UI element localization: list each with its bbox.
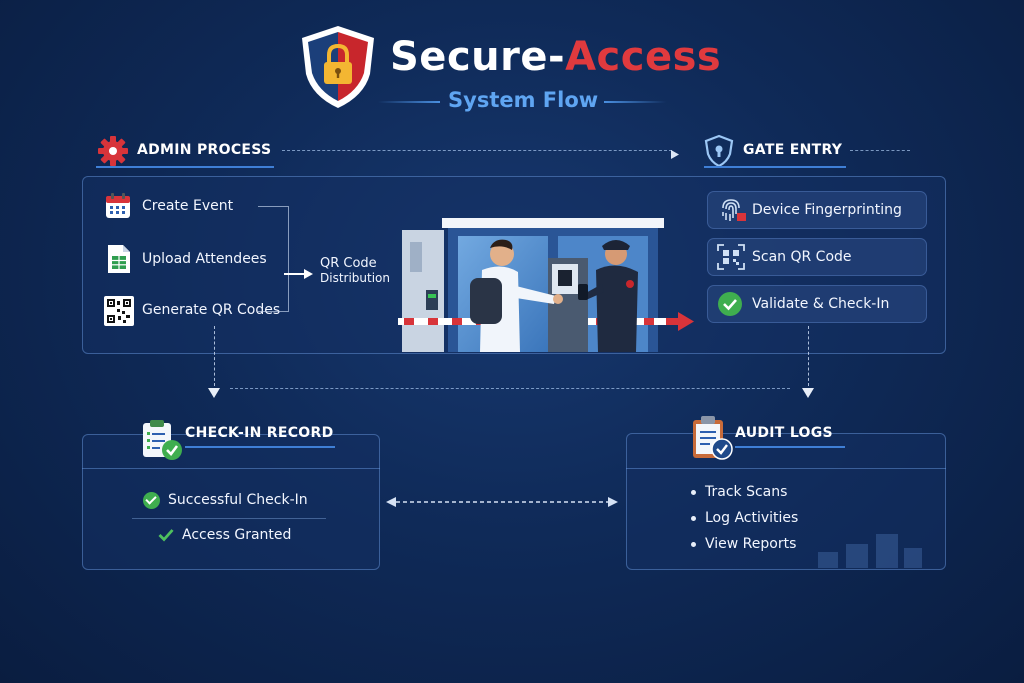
arrow-down-icon xyxy=(802,388,814,398)
audit-logs-title: AUDIT LOGS xyxy=(735,425,833,441)
admin-step-upload-attendees: Upload Attendees xyxy=(142,251,267,267)
checkin-header-divider xyxy=(82,468,380,469)
shield-lock-logo-icon xyxy=(298,24,378,114)
gate-scene-illustration xyxy=(398,214,700,356)
admin-step-create-event: Create Event xyxy=(142,198,234,214)
audit-item-log-activities: Log Activities xyxy=(705,510,799,526)
audit-header-divider xyxy=(626,468,946,469)
audit-item-track-scans: Track Scans xyxy=(705,484,788,500)
page-subtitle: System Flow xyxy=(448,88,599,112)
arrow-right-icon xyxy=(284,265,314,284)
checkin-item-access-granted: Access Granted xyxy=(182,527,292,543)
bar-graph-decoration-icon xyxy=(818,532,924,572)
arrow-down-icon xyxy=(208,388,220,398)
spreadsheet-icon xyxy=(104,244,132,278)
bullet-icon xyxy=(691,490,696,495)
gate-down-connector xyxy=(808,326,809,386)
bidirectional-arrow-icon xyxy=(386,493,618,512)
gate-title-trail xyxy=(850,150,910,151)
fingerprint-icon xyxy=(717,196,747,228)
qr-distribution-label: QR Code Distribution xyxy=(320,256,390,286)
bullet-icon xyxy=(691,516,696,521)
gate-step-label: Validate & Check-In xyxy=(752,296,890,312)
checkin-record-title: CHECK-IN RECORD xyxy=(185,425,334,441)
qr-distribution-line2: Distribution xyxy=(320,271,391,285)
gear-icon xyxy=(97,135,129,171)
bottom-horizontal-connector xyxy=(230,388,790,389)
checkmark-icon xyxy=(158,527,174,546)
admin-steps-bracket xyxy=(258,206,289,312)
admin-to-gate-connector xyxy=(282,150,672,151)
gate-step-label: Device Fingerprinting xyxy=(752,202,902,218)
subtitle-left-line xyxy=(378,101,440,103)
title-part-2: Access xyxy=(565,34,722,80)
page-title: Secure-Access xyxy=(390,34,721,80)
gate-card-validate-checkin: Validate & Check-In xyxy=(707,285,927,323)
qr-distribution-line1: QR Code xyxy=(320,256,377,271)
check-circle-icon xyxy=(717,291,743,321)
checkin-title-underline xyxy=(185,446,335,448)
qr-code-icon xyxy=(104,296,134,330)
title-part-1: Secure- xyxy=(390,34,566,80)
checkin-item-divider xyxy=(132,518,326,519)
subtitle-right-line xyxy=(604,101,666,103)
clipboard-log-icon xyxy=(690,414,734,466)
gate-step-label: Scan QR Code xyxy=(752,249,852,265)
calendar-icon xyxy=(104,192,132,224)
chevron-right-icon xyxy=(670,145,680,164)
admin-title-underline xyxy=(96,166,274,168)
gate-card-device-fingerprinting: Device Fingerprinting xyxy=(707,191,927,229)
checkin-record-panel xyxy=(82,434,380,570)
admin-step-generate-qr: Generate QR Codes xyxy=(142,302,281,318)
admin-process-title: ADMIN PROCESS xyxy=(137,142,272,158)
check-circle-icon xyxy=(143,492,160,509)
gate-title-underline xyxy=(704,166,846,168)
admin-down-connector xyxy=(214,326,215,386)
bullet-icon xyxy=(691,542,696,547)
gate-entry-title: GATE ENTRY xyxy=(743,142,843,158)
clipboard-check-icon xyxy=(140,418,184,466)
checkin-item-successful: Successful Check-In xyxy=(168,492,308,508)
audit-title-underline xyxy=(735,446,845,448)
gate-card-scan-qr: Scan QR Code xyxy=(707,238,927,276)
audit-item-view-reports: View Reports xyxy=(705,536,797,552)
qr-scan-icon xyxy=(717,244,745,274)
